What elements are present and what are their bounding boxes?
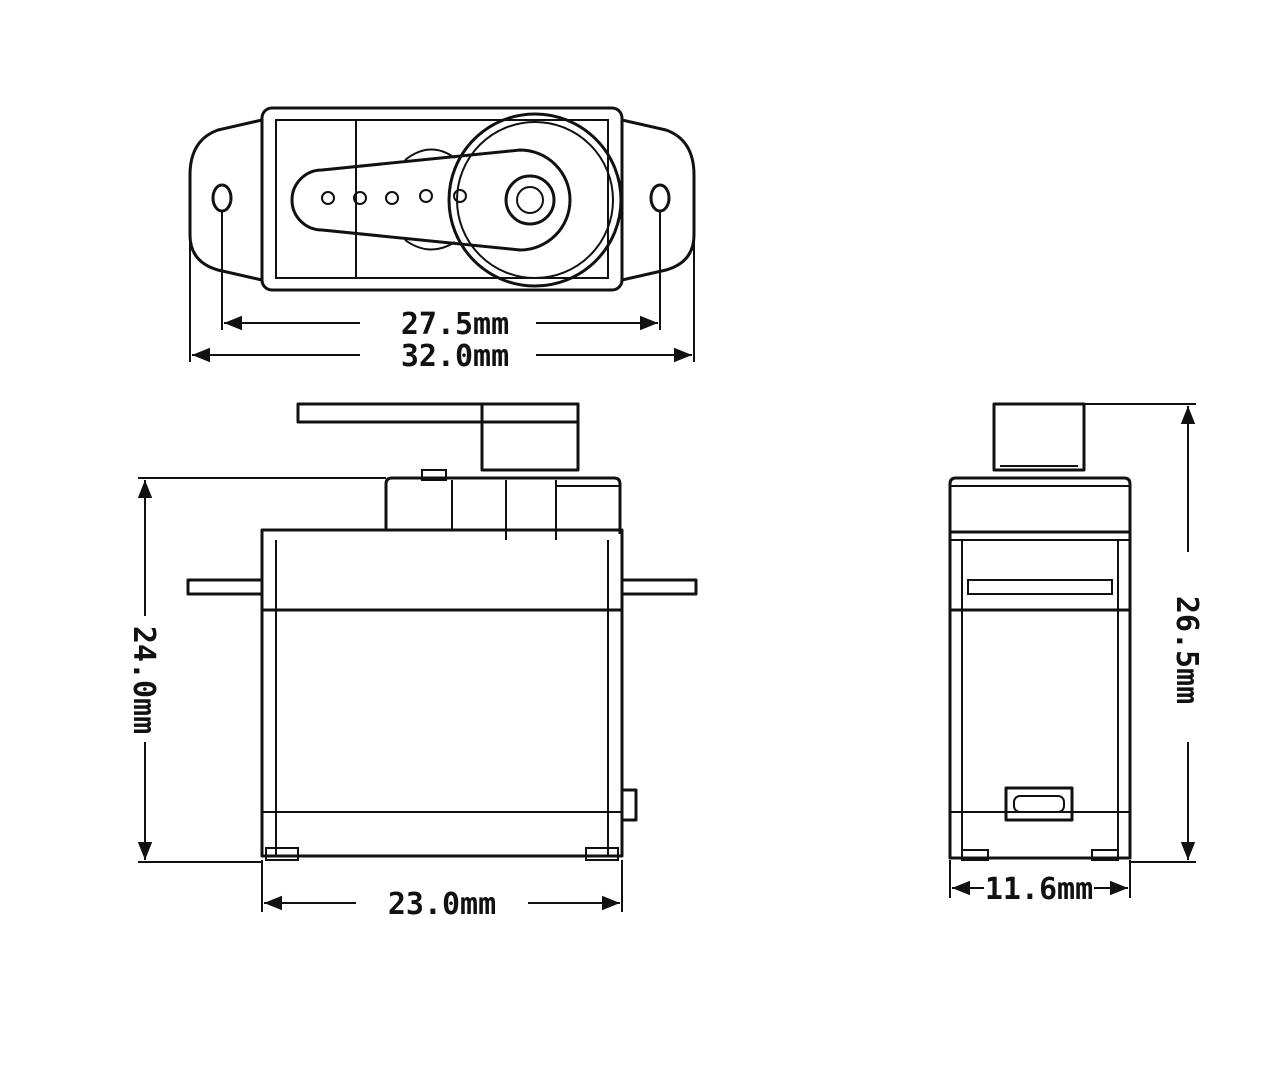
dim-side-width: 11.6mm: [985, 872, 1093, 907]
dim-front-width: 23.0mm: [388, 887, 496, 922]
top-right-flange: [621, 118, 696, 282]
side-tab-slot: [967, 579, 1113, 595]
top-right-mount-hole: [649, 183, 671, 213]
dim-side-height: 26.5mm: [1169, 596, 1204, 704]
front-left-tab: [186, 578, 264, 596]
front-view: 24.0mm 23.0mm: [126, 402, 698, 922]
top-left-mount-hole: [211, 183, 233, 213]
horn-hole-2: [353, 191, 367, 205]
side-horn-hub: [992, 402, 1086, 472]
dim-top-overall-width: 32.0mm: [401, 339, 509, 374]
horn-hole-4: [419, 189, 433, 203]
horn-hole-3: [385, 191, 399, 205]
side-cable-connector: [1004, 786, 1074, 822]
top-body-outer: [260, 106, 624, 292]
top-servo-horn: [290, 148, 572, 252]
dim-top-hole-spacing: 27.5mm: [401, 307, 509, 342]
horn-hole-5: [453, 189, 467, 203]
side-view: 26.5mm 11.6mm: [948, 402, 1204, 907]
front-right-tab: [620, 578, 698, 596]
side-top-cap: [948, 476, 1132, 532]
front-horn-arm: [296, 402, 580, 424]
top-view: 27.5mm 32.0mm: [188, 106, 696, 374]
dim-front-height: 24.0mm: [126, 626, 161, 734]
front-horn-hub: [480, 402, 580, 472]
top-body-inner: [275, 119, 609, 279]
front-top-cap: [384, 476, 622, 534]
horn-screw-inner: [516, 186, 544, 214]
top-left-flange: [188, 118, 263, 282]
front-body: [260, 528, 624, 858]
top-gear-disc: [447, 112, 623, 288]
horn-hole-1: [321, 191, 335, 205]
front-cable-exit: [620, 788, 638, 822]
horn-screw-outer: [504, 174, 556, 226]
side-body: [948, 530, 1132, 860]
